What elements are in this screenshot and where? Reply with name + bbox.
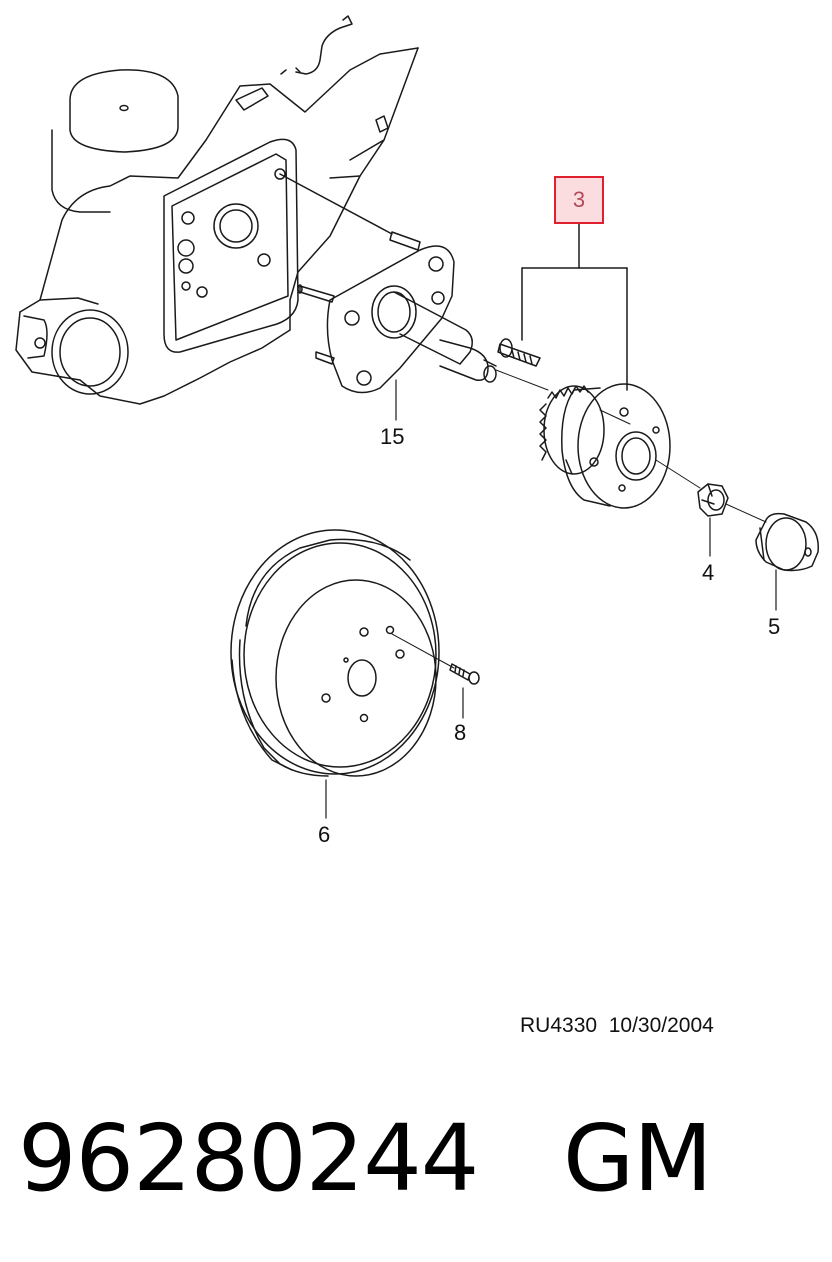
cap-drawing	[755, 512, 819, 611]
screw-drawing	[449, 663, 480, 719]
drawing-reference: RU4330 10/30/2004	[520, 1014, 714, 1038]
part-number: 96280244	[18, 1105, 479, 1212]
hub-bearing-drawing	[497, 223, 701, 509]
callout-6-label: 6	[318, 822, 331, 847]
callout-4-label: 4	[702, 560, 715, 585]
nut-drawing	[697, 483, 767, 557]
drawing-date: 10/30/2004	[608, 1014, 714, 1037]
callout-8-label: 8	[454, 720, 467, 745]
callout-3-label: 3	[572, 187, 586, 212]
spindle-drawing	[297, 231, 549, 421]
callout-15-label: 15	[380, 424, 405, 449]
drawing-code: RU4330	[520, 1014, 598, 1037]
callout-5-label: 5	[768, 614, 781, 639]
brand-label: GM	[563, 1105, 713, 1212]
brake-drum-drawing	[230, 529, 455, 819]
part-number-footer: 96280244 GM	[18, 1105, 713, 1212]
callout-3-highlight[interactable]: 3	[554, 176, 604, 224]
axle-housing-drawing	[15, 15, 419, 405]
